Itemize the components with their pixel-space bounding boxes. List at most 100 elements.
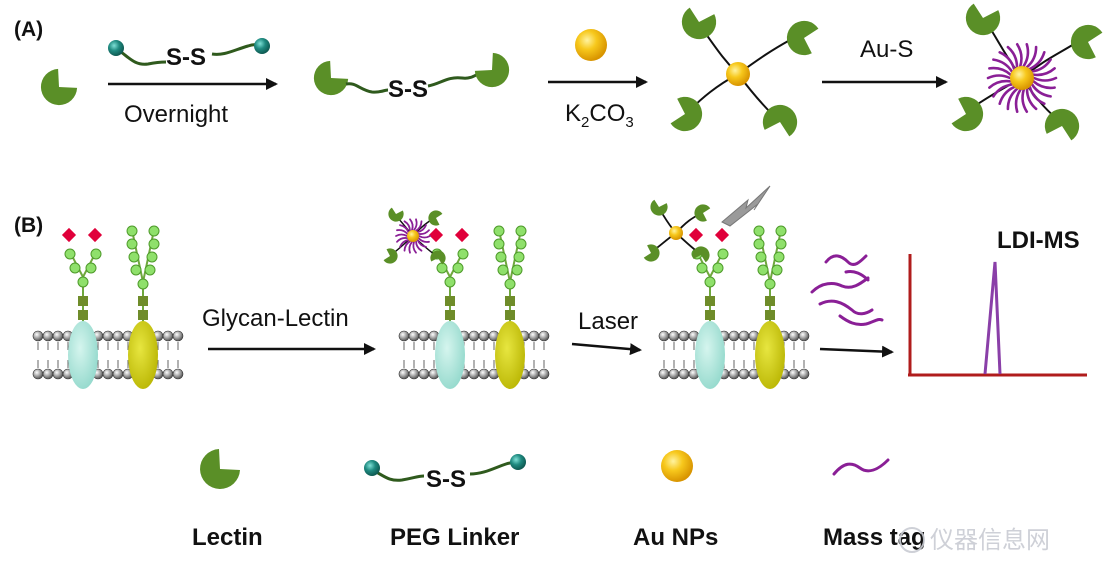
arrow-overnight-label: Overnight <box>124 101 228 128</box>
legend-linker-disulfide: S-S <box>426 466 466 493</box>
legend-lectin-label: Lectin <box>192 524 263 551</box>
mass-tag-strand <box>1028 51 1046 71</box>
dimer-disulfide-label: S-S <box>388 76 428 103</box>
bound-mass-tag-probe <box>379 203 449 269</box>
lectin-icon <box>780 14 828 62</box>
mass-tag-strand <box>403 220 411 232</box>
mass-tag-strand <box>418 235 431 239</box>
lectin-icon <box>379 245 401 267</box>
au-nanoparticle-icon <box>407 230 419 242</box>
watermark: 仪器信息网 <box>899 526 1050 554</box>
mass-tag-strand <box>409 218 414 231</box>
legend-au-nps-label: Au NPs <box>633 524 718 551</box>
arrow-k2co3-label: K2CO3 <box>565 100 634 131</box>
mass-tag-strand <box>415 240 423 252</box>
membrane-protein-cyan <box>695 321 725 389</box>
mass-tag-strand <box>1030 58 1052 73</box>
membrane-protein-yellow <box>495 321 525 389</box>
mass-tag-strand <box>1015 43 1023 68</box>
lectin-icon <box>675 0 723 46</box>
mass-tag-strand <box>1021 88 1029 113</box>
arrow-laser-label: Laser <box>578 308 638 335</box>
ldi-ms-spectrum: LDI-MS <box>908 227 1087 377</box>
cell-membrane <box>32 330 184 380</box>
mass-tag-strand <box>416 239 427 248</box>
mass-tag-strand <box>1022 43 1030 68</box>
glycoprotein-pair <box>687 225 787 389</box>
mass-tag-strand <box>1014 88 1022 113</box>
arrow-laser <box>571 342 642 356</box>
cell-membrane <box>658 330 810 380</box>
mass-tag-strand <box>1006 87 1019 111</box>
lectin-icon <box>1064 18 1104 66</box>
lectin-icon <box>942 90 990 138</box>
mass-tag-strand <box>986 74 1012 80</box>
mass-tag-strand <box>403 240 411 252</box>
arrow-to-spectrum <box>819 345 894 358</box>
au-nanoparticle-icon <box>1010 66 1034 90</box>
mass-tag-strand <box>810 276 870 294</box>
mass-tag-strand <box>1032 80 1056 90</box>
peg-linker-icon <box>364 454 526 482</box>
lectin-icon <box>474 52 510 88</box>
lectin-icon <box>661 90 709 138</box>
released-mass-tags <box>810 254 884 326</box>
mass-tag-strand <box>416 224 427 233</box>
mass-tag-strand <box>1030 83 1052 98</box>
mass-tag-strand <box>998 85 1016 105</box>
mass-tag-strand <box>408 241 413 254</box>
mass-tag-strand <box>1006 45 1019 69</box>
membrane-protein-yellow <box>128 321 158 389</box>
watermark-text: 仪器信息网 <box>930 526 1050 554</box>
mass-tag-strand <box>992 58 1014 73</box>
mass-tag-strand <box>417 237 430 243</box>
au-nanoparticle-icon <box>661 450 693 482</box>
mass-tag-strand <box>415 220 423 232</box>
mass-tag-strand <box>1032 67 1056 77</box>
mass-tag-strand <box>396 229 409 235</box>
lectin-icon <box>425 207 447 229</box>
lectin-icon <box>313 60 349 96</box>
mass-tag-strand <box>838 314 884 326</box>
mass-tag-strand <box>1032 76 1058 82</box>
glycoprotein-pair <box>60 225 160 389</box>
mass-tag-strand <box>988 66 1012 76</box>
glycoprotein-pair <box>427 225 527 389</box>
legend: Lectin S-S PEG Linker Au NPs Mass tag <box>192 449 926 551</box>
arrow-glycan-lectin-label: Glycan-Lectin <box>202 305 349 332</box>
laser-bolt-icon <box>721 185 771 227</box>
membrane-protein-yellow <box>755 321 785 389</box>
mass-tag-strand <box>1025 45 1038 69</box>
mass-tag-strand <box>818 299 874 316</box>
spectrum-peak <box>983 261 1002 375</box>
mass-tag-strand <box>399 239 410 248</box>
mass-tag-strand <box>988 79 1012 89</box>
lectin-icon <box>40 68 78 106</box>
cell-membrane <box>398 330 550 380</box>
mass-tag-strand <box>992 83 1014 98</box>
mass-tag-icon <box>832 458 890 476</box>
mass-tag-strand <box>417 229 430 235</box>
ldi-ms-label: LDI-MS <box>997 227 1080 254</box>
lectin-icon <box>647 195 671 219</box>
lectin-gold-conjugate <box>661 0 828 146</box>
mass-tag-strand <box>395 233 408 237</box>
mass-tag-strand <box>399 224 410 233</box>
linker-disulfide-label: S-S <box>166 44 206 71</box>
lectin-icon <box>385 203 407 225</box>
arrow-au-s-label: Au-S <box>860 36 913 63</box>
mass-tag-strand <box>413 218 418 231</box>
bound-lectin-probe <box>639 195 715 267</box>
panel-b-label: (B) <box>14 214 43 237</box>
au-nanoparticle-icon <box>575 29 607 61</box>
mass-tag-strand <box>412 241 417 254</box>
mass-tag-strand <box>824 254 868 266</box>
lectin-dimer <box>313 52 510 96</box>
mass-tag-strand <box>1025 87 1038 111</box>
mass-tag-strand <box>844 270 870 282</box>
mass-tag-strand <box>396 237 409 243</box>
lectin-icon <box>959 0 1007 42</box>
mass-tag-gold-probe <box>942 0 1104 150</box>
lectin-icon <box>200 449 240 489</box>
